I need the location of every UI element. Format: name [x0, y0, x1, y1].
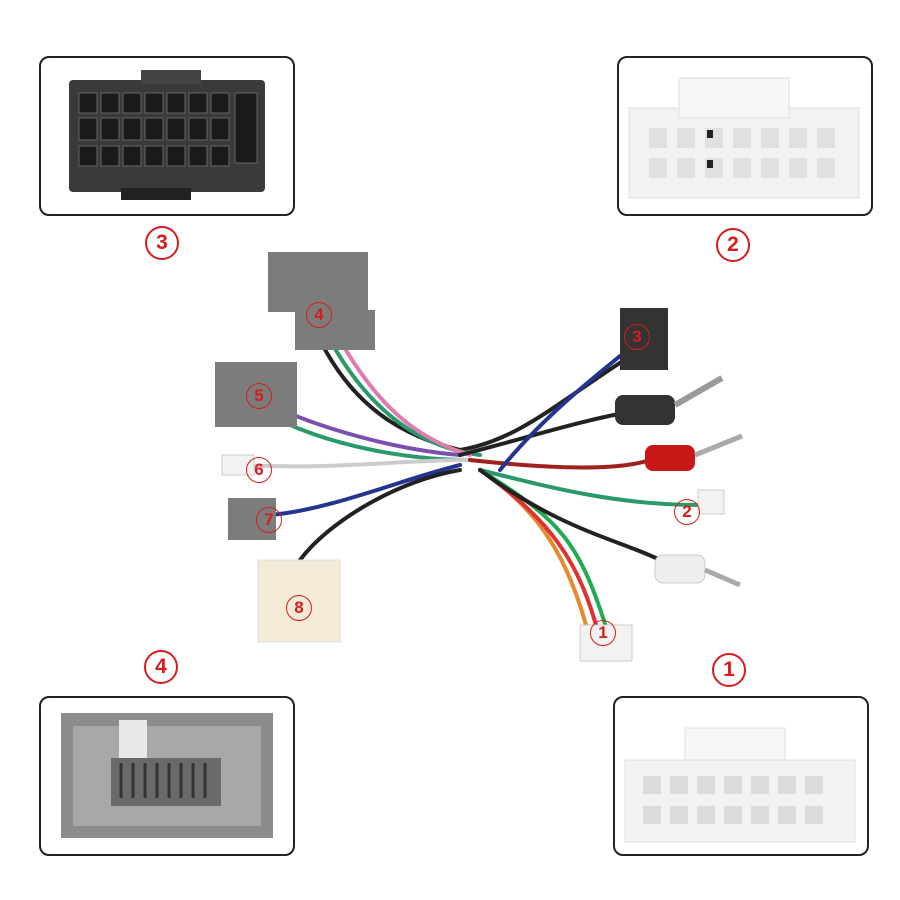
harness-label-6: 6 — [246, 457, 272, 483]
callout-4: 4 — [144, 650, 178, 684]
harness-label-7: 7 — [256, 507, 282, 533]
white-connector-image — [624, 727, 856, 843]
harness-label-3: 3 — [624, 324, 650, 350]
callout-2: 2 — [716, 228, 750, 262]
connector-2-closeup — [617, 56, 873, 216]
white-connector-image — [628, 77, 860, 199]
callout-1: 1 — [712, 653, 746, 687]
harness-label-4: 4 — [306, 302, 332, 328]
callout-3: 3 — [145, 226, 179, 260]
harness-label-2: 2 — [674, 499, 700, 525]
harness-label-8: 8 — [286, 595, 312, 621]
connector-1-closeup — [613, 696, 869, 856]
connector-3-closeup — [39, 56, 295, 216]
harness-label-5: 5 — [246, 383, 272, 409]
connector-4-closeup — [39, 696, 295, 856]
harness-label-1: 1 — [590, 620, 616, 646]
black-connector-image — [69, 70, 265, 200]
grey-connector-image — [61, 713, 273, 838]
